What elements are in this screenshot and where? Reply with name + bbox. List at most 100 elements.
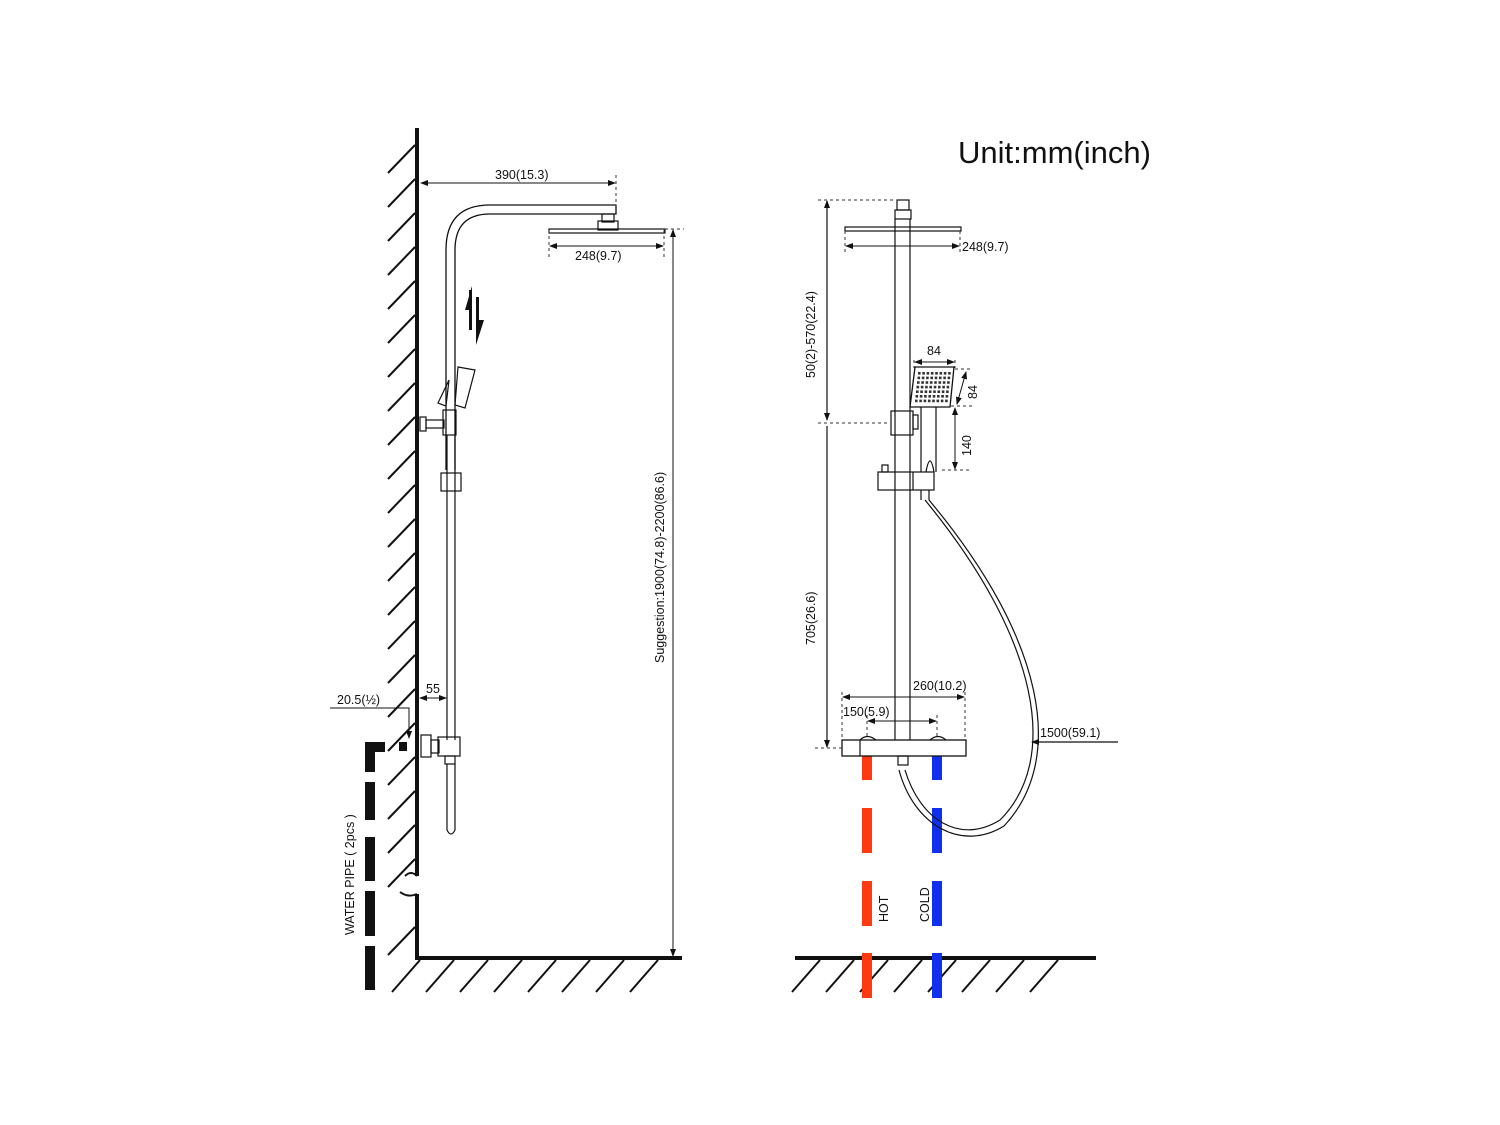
hatch-line [387, 654, 416, 684]
shower-column-side [419, 204, 666, 835]
hatch-line [425, 959, 455, 993]
floor-left [391, 956, 682, 993]
front-view: HOT COLD [791, 199, 1118, 998]
nozzle [920, 385, 924, 389]
nozzle [921, 381, 924, 384]
nozzle [947, 381, 950, 384]
nozzle [919, 395, 923, 398]
hatch-line [825, 959, 855, 993]
wall-offset-label: 55 [426, 682, 440, 696]
head-width-side-label: 248(9.7) [575, 249, 622, 263]
nozzle [937, 390, 941, 393]
nozzle [928, 395, 931, 398]
nozzle [945, 399, 948, 403]
nozzle [930, 372, 934, 375]
nozzle [943, 372, 947, 375]
hatch-line [387, 858, 416, 888]
dim-pipe-size [330, 707, 412, 739]
nozzle [919, 399, 922, 403]
nozzle [922, 372, 925, 375]
hatch-line [387, 824, 416, 854]
hot-label: HOT [877, 895, 891, 922]
floor-hatch [391, 959, 659, 993]
nozzle [917, 381, 920, 384]
hatch-line [387, 688, 416, 718]
pipe-segment [862, 756, 872, 780]
hatch-line [527, 959, 557, 993]
hatch-line [995, 959, 1025, 993]
nozzle [918, 372, 921, 375]
nozzle [937, 395, 940, 398]
nozzle [920, 390, 923, 393]
dim-handheld-height [956, 371, 967, 405]
nozzle [939, 372, 943, 375]
hatch-line [387, 246, 416, 276]
hose [904, 499, 1034, 831]
shower-riser-front [844, 199, 962, 740]
nozzle [924, 395, 927, 398]
nozzle [945, 395, 949, 398]
nozzle [916, 390, 919, 393]
nozzle [946, 385, 950, 389]
nozzle [932, 395, 936, 398]
pipe-segment [932, 756, 942, 780]
hatch-line [387, 756, 416, 786]
nozzle [934, 376, 938, 380]
hatch-line [387, 552, 416, 582]
water-pipe [365, 742, 407, 990]
nozzle [933, 390, 936, 393]
hatch-line [387, 790, 416, 820]
nozzle [915, 399, 918, 403]
hatch-line [493, 959, 523, 993]
nozzle [948, 372, 951, 375]
thermostatic-mixer [841, 735, 967, 766]
head-width-front-label: 248(9.7) [962, 240, 1009, 254]
inlet-spacing-label: 150(5.9) [843, 705, 890, 719]
pipe-segment [932, 881, 942, 926]
hatch-line [387, 416, 416, 446]
mixer-width-label: 260(10.2) [913, 679, 967, 693]
mixer-height-label: 705(26.6) [804, 591, 818, 645]
wall-hatch [387, 144, 416, 956]
nozzle [932, 399, 935, 403]
hatch-line [387, 314, 416, 344]
holder-height-label: 140 [960, 435, 974, 456]
nozzle [929, 385, 932, 389]
handheld-height-label: 84 [966, 385, 980, 399]
hatch-line [387, 450, 416, 480]
nozzle [942, 381, 946, 384]
nozzle [933, 385, 937, 389]
pipe-segment [932, 808, 942, 853]
wall [387, 128, 419, 959]
hatch-line [1029, 959, 1059, 993]
floor-hatch [791, 959, 1059, 993]
hatch-line [961, 959, 991, 993]
hatch-line [387, 620, 416, 650]
nozzle [939, 376, 942, 380]
nozzle [929, 381, 933, 384]
hose-length-label: 1500(59.1) [1040, 726, 1100, 740]
unit-title: Unit:mm(inch) [958, 135, 1151, 170]
cold-pipe [932, 756, 942, 998]
nozzle [943, 376, 946, 380]
nozzle [925, 381, 929, 384]
hatch-line [387, 212, 416, 242]
handheld-width-label: 84 [927, 344, 941, 358]
hatch-line [387, 484, 416, 514]
riser-adjust-label: 50(2)-570(22.4) [804, 291, 818, 378]
pipe-segment [862, 808, 872, 853]
nozzle [941, 390, 945, 393]
nozzle [926, 376, 929, 380]
hatch-line [387, 144, 416, 174]
nozzle [930, 376, 933, 380]
hatch-line [595, 959, 625, 993]
arm-reach-label: 390(15.3) [495, 168, 549, 182]
hatch-line [791, 959, 821, 993]
nozzle [938, 381, 942, 384]
nozzle [941, 395, 944, 398]
nozzle [921, 376, 925, 380]
hatch-line [387, 280, 416, 310]
hatch-line [459, 959, 489, 993]
hatch-line [561, 959, 591, 993]
pipe-size-label: 20.5(½) [337, 693, 380, 707]
